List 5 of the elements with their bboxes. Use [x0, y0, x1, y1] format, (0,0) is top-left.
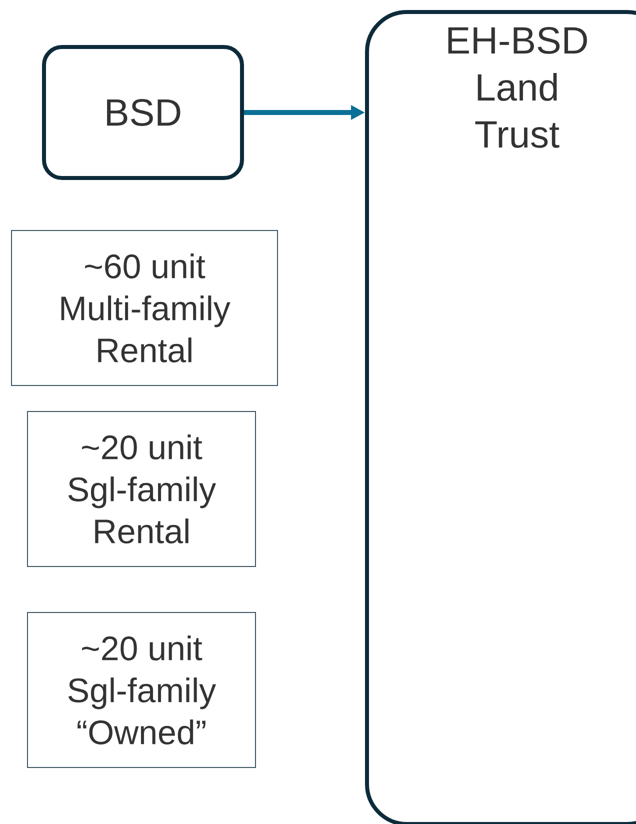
text-box: ~60 unit Multi-family Rental: [11, 230, 278, 386]
text-box: ~20 unit Sgl-family Rental: [27, 411, 256, 567]
text-box: ~20 unit Sgl-family “Owned”: [27, 612, 256, 768]
rounded-box: BSD: [42, 45, 244, 180]
rounded-panel: EH-BSD Land Trust: [365, 10, 636, 824]
